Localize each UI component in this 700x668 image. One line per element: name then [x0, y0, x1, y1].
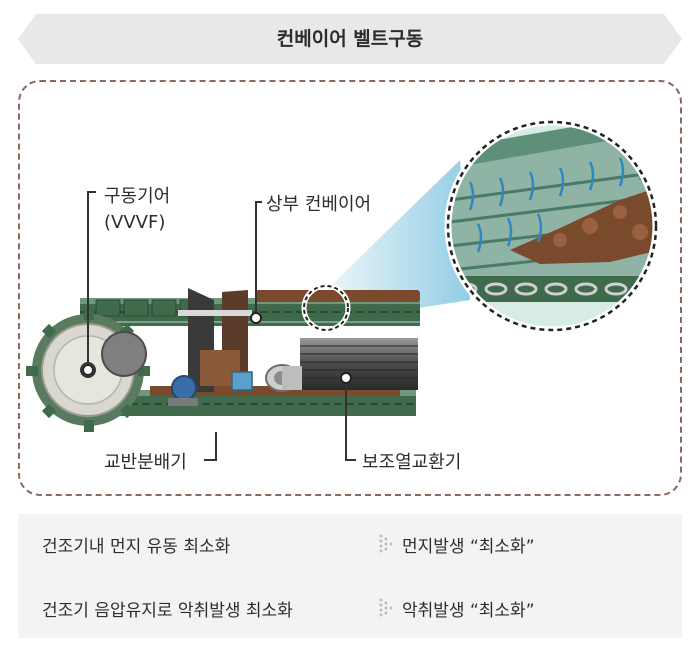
effect-result: 악취발생 “최소화”: [402, 596, 535, 621]
label-drive-gear: 구동기어: [104, 182, 170, 208]
upper-conveyor-leader-dot: [251, 313, 261, 323]
drive-gear-leader-dot: [83, 365, 93, 375]
label-aux-heat-exchanger: 보조열교환기: [362, 448, 461, 474]
heat-exchanger-leader-dot: [341, 373, 351, 383]
label-upper-conveyor: 상부 컨베이어: [266, 190, 371, 216]
effect-description: 건조기 음압유지로 악취발생 최소화: [42, 596, 293, 621]
effect-description: 건조기내 먼지 유동 최소화: [42, 532, 230, 557]
effect-row: 건조기내 먼지 유동 최소화 먼지발생 “최소화”: [18, 524, 682, 564]
effect-result: 먼지발생 “최소화”: [402, 532, 535, 557]
effect-row: 건조기 음압유지로 악취발생 최소화 악취발생 “최소화”: [18, 588, 682, 628]
label-agitator: 교반분배기: [104, 448, 187, 474]
heat-exchanger: [266, 338, 418, 391]
dotted-arrow-icon: [378, 597, 394, 619]
effects-table: 건조기내 먼지 유동 최소화 먼지발생 “최소화” 건조기 음압유지로 악취발생…: [18, 514, 682, 638]
idler-sprocket: [102, 332, 146, 376]
label-drive-gear-sub: (VVVF): [104, 212, 165, 233]
dotted-arrow-icon: [378, 533, 394, 555]
zoom-detail: [440, 110, 670, 338]
